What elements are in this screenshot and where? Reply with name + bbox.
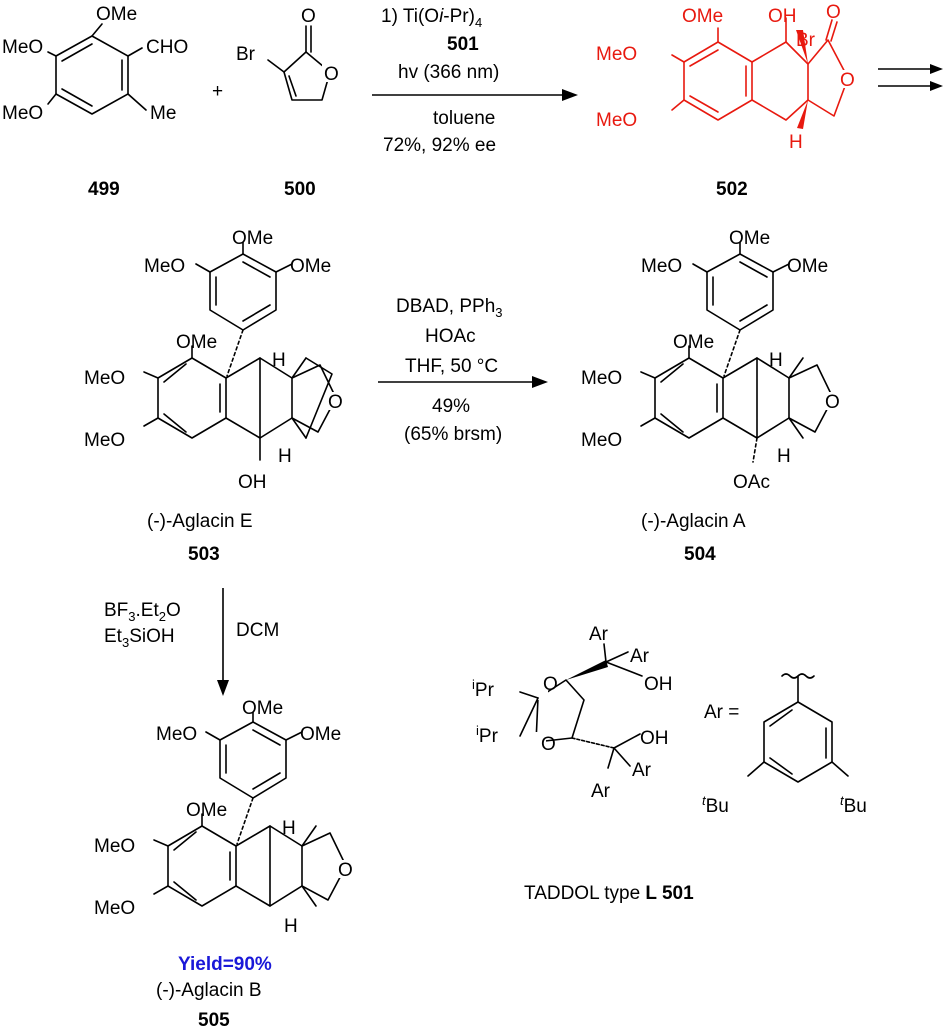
c499-me: Me [150,103,176,124]
c503-h-top: H [272,350,286,371]
c505-meo-upper-left: MeO [156,724,197,745]
c503-meo-bottom: MeO [84,430,125,451]
ar-equals: Ar = [704,702,739,723]
step2-acid: HOAc [425,326,476,347]
label-504: 504 [684,544,716,565]
c504-oac: OAc [733,472,770,493]
c504-h-bottom: H [777,446,791,467]
c503-ring-o: O [328,392,343,413]
taddol-ligand: Ar Ar OH O O iPr iPr OH Ar Ar [472,624,673,802]
multistep-arrow [878,64,943,91]
step2-brsm: (65% brsm) [404,424,502,445]
taddol-ar-4: Ar [591,781,611,802]
ar-tbu-right: tBu [840,793,867,817]
c504-name: (-)-Aglacin A [641,511,746,532]
c503-ome-arene: OMe [176,332,217,353]
c503-ome-top: OMe [232,228,273,249]
c500-br: Br [236,44,256,65]
c499-meo-left: MeO [2,37,43,58]
c503-ome-upper-right: OMe [290,256,331,277]
c499-meo-bottom: MeO [2,103,43,124]
step2-reagent: DBAD, PPh3 [396,296,503,320]
step3: BF3.Et2O Et3SiOH DCM [104,588,279,696]
c504-meo-bottom: MeO [581,430,622,451]
label-503: 503 [188,544,220,565]
step1-reagent-line: 1) Ti(Oi-Pr)4 [381,6,482,30]
c505-name: (-)-Aglacin B [156,980,262,1001]
step1: 1) Ti(Oi-Pr)4 501 hv (366 nm) toluene 72… [372,6,578,156]
c505-meo-left: MeO [94,836,135,857]
step1-yield: 72%, 92% ee [383,135,496,156]
step2-yield: 49% [432,396,470,417]
step1-catalyst: 501 [447,34,479,55]
compound-503: OMe MeO OMe OMe H MeO O MeO H OH (-)-Agl… [84,228,346,565]
c504-ome-top: OMe [729,228,770,249]
step2-conditions: THF, 50 °C [405,356,498,377]
c502-ome: OMe [682,6,723,27]
taddol-ipr-2: iPr [476,723,499,747]
compound-499: OMe MeO CHO MeO Me 499 [2,4,188,200]
c504-ome-upper-right: OMe [787,256,828,277]
c502-carbonyl-o: O [826,2,841,23]
c503-h-bottom: H [278,446,292,467]
c499-ome-top: OMe [96,4,137,25]
c503-meo-left: MeO [84,368,125,389]
label-499: 499 [88,179,120,200]
taddol-caption: TADDOL type L 501 [524,883,694,904]
compound-504: OMe MeO OMe OMe H MeO O MeO H OAc (-)-Ag… [581,228,843,565]
c504-meo-left: MeO [581,368,622,389]
compound-502: OMe OH Br O MeO O MeO H 502 [596,2,858,200]
c505-yield: Yield=90% [178,954,272,975]
c504-ring-o: O [825,392,840,413]
c503-meo-upper-left: MeO [144,256,185,277]
c502-meo-top: MeO [596,44,637,65]
label-505: 505 [198,1010,230,1031]
taddol-ar-1: Ar [589,624,609,645]
c499-cho: CHO [146,37,188,58]
compound-500: O Br O 500 [236,6,342,200]
ar-tbu-left: tBu [702,793,729,817]
c502-ring-o: O [840,70,855,91]
c503-oh: OH [238,472,267,493]
c505-ome-top: OMe [242,698,283,719]
taddol-oh-2: OH [640,728,669,749]
plus-sign: + [212,81,223,102]
step3-silanol: Et3SiOH [104,626,175,650]
step1-hv: hv (366 nm) [398,62,499,83]
step2: DBAD, PPh3 HOAc THF, 50 °C 49% (65% brsm… [378,296,548,445]
taddol-ipr-1: iPr [472,677,495,701]
c502-h: H [789,132,803,153]
c502-meo-bottom: MeO [596,110,637,131]
c502-oh: OH [768,6,797,27]
c505-ome-upper-right: OMe [300,724,341,745]
label-502: 502 [716,179,748,200]
taddol-oh-1: OH [644,674,673,695]
compound-505: OMe MeO OMe OMe H MeO O MeO H Yield=90% … [94,698,356,1031]
c504-h-top: H [769,350,783,371]
step1-solvent: toluene [433,108,495,129]
c504-ome-arene: OMe [673,332,714,353]
c502-br: Br [796,30,816,51]
c505-ring-o: O [338,860,353,881]
c505-ome-arene: OMe [186,800,227,821]
c500-ring-o: O [324,64,339,85]
taddol-ar-2: Ar [630,646,650,667]
taddol-o-1: O [543,674,558,695]
c505-h-bottom: H [284,916,298,937]
taddol-o-2: O [541,734,556,755]
taddol-ar-3: Ar [632,760,652,781]
aryl-definition: Ar = tBu tBu [702,673,867,817]
c503-name: (-)-Aglacin E [147,511,253,532]
c504-meo-upper-left: MeO [641,256,682,277]
step3-lewis-acid: BF3.Et2O [104,600,181,624]
c500-carbonyl-o: O [301,6,316,27]
label-500: 500 [284,179,316,200]
c505-meo-bottom: MeO [94,898,135,919]
step3-solvent: DCM [236,620,279,641]
c505-h-top: H [282,818,296,839]
